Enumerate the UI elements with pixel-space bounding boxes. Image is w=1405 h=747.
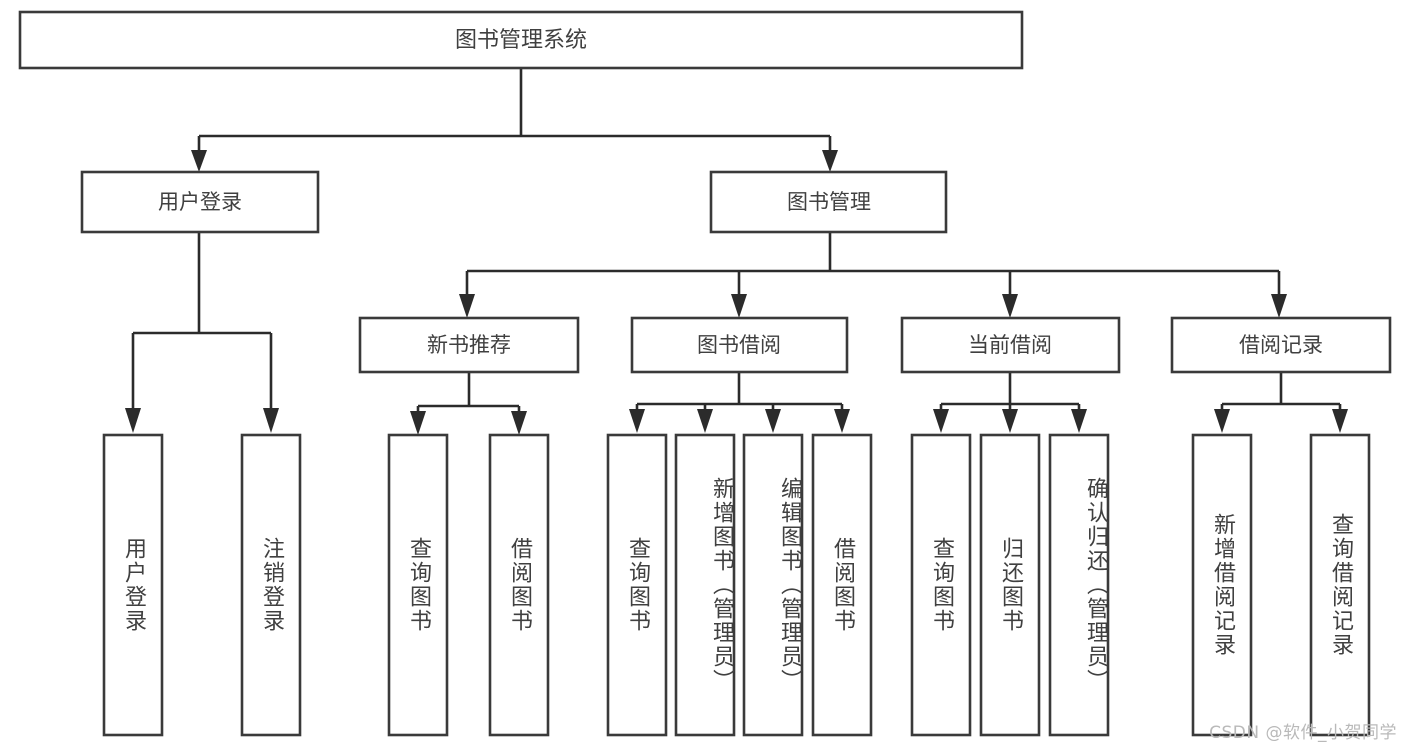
arrow-head-leaf-user-login — [125, 408, 141, 433]
node-new-book-recommend-label: 新书推荐 — [427, 333, 511, 357]
node-leaf-query-book-2-box[interactable] — [606, 433, 668, 737]
arrow-head-leaf-query-book-1 — [410, 411, 426, 435]
watermark-text: CSDN @软件_小贺同学 — [1209, 723, 1397, 743]
node-leaf-add-book-box[interactable] — [674, 433, 736, 737]
node-leaf-query-record-box[interactable] — [1309, 433, 1371, 737]
arrow-head-current-borrow — [1002, 294, 1018, 318]
node-leaf-query-book-3-box[interactable] — [910, 433, 972, 737]
node-leaf-return-book-box[interactable] — [979, 433, 1041, 737]
node-layer: 图书管理系统 用户登录 图书管理 新书推荐 图书借阅 当前借阅 借阅记录 — [18, 10, 1392, 737]
node-root-box[interactable] — [18, 10, 1024, 70]
node-leaf-borrow-book-2-box[interactable] — [811, 433, 873, 737]
node-book-borrow-box[interactable] — [630, 316, 849, 374]
node-current-borrow-label: 当前借阅 — [968, 333, 1052, 357]
arrow-head-borrow-record — [1271, 294, 1287, 318]
arrow-head-leaf-edit-book — [765, 409, 781, 433]
arrow-head-book-borrow — [731, 294, 747, 318]
arrow-head-leaf-add-book — [697, 409, 713, 433]
arrow-head-leaf-query-book-3 — [933, 409, 949, 433]
arrow-head-leaf-add-record — [1214, 409, 1230, 433]
arrow-head-leaf-query-book-2 — [629, 409, 645, 433]
node-leaf-query-book-1-box[interactable] — [387, 433, 449, 737]
node-leaf-borrow-book-1-box[interactable] — [488, 433, 550, 737]
node-user-login-label: 用户登录 — [158, 190, 242, 214]
node-current-borrow-box[interactable] — [900, 316, 1121, 374]
arrow-head-new-book-recommend — [459, 294, 475, 318]
node-leaf-confirm-return-box[interactable] — [1048, 433, 1110, 737]
node-leaf-logout-login-box[interactable] — [240, 433, 302, 737]
node-leaf-add-record-box[interactable] — [1191, 433, 1253, 737]
arrow-head-user-login — [191, 150, 207, 172]
node-root-label: 图书管理系统 — [455, 28, 587, 53]
node-book-management-label: 图书管理 — [787, 190, 871, 214]
node-leaf-user-login-box[interactable] — [102, 433, 164, 737]
node-user-login-box[interactable] — [80, 170, 320, 234]
node-borrow-record-box[interactable] — [1170, 316, 1392, 374]
arrow-head-leaf-confirm-return — [1071, 409, 1087, 433]
connector-layer — [125, 68, 1348, 435]
node-new-book-recommend-box[interactable] — [358, 316, 580, 374]
arrow-head-leaf-borrow-book-1 — [511, 411, 527, 435]
arrow-head-book-management — [822, 150, 838, 172]
arrow-head-leaf-return-book — [1002, 409, 1018, 433]
arrow-head-leaf-query-record — [1332, 409, 1348, 433]
node-book-management-box[interactable] — [709, 170, 948, 234]
node-borrow-record-label: 借阅记录 — [1239, 333, 1323, 357]
arrow-head-leaf-logout-login — [263, 408, 279, 433]
arrow-head-leaf-borrow-book-2 — [834, 409, 850, 433]
node-leaf-edit-book-box[interactable] — [742, 433, 804, 737]
node-book-borrow-label: 图书借阅 — [697, 333, 781, 357]
